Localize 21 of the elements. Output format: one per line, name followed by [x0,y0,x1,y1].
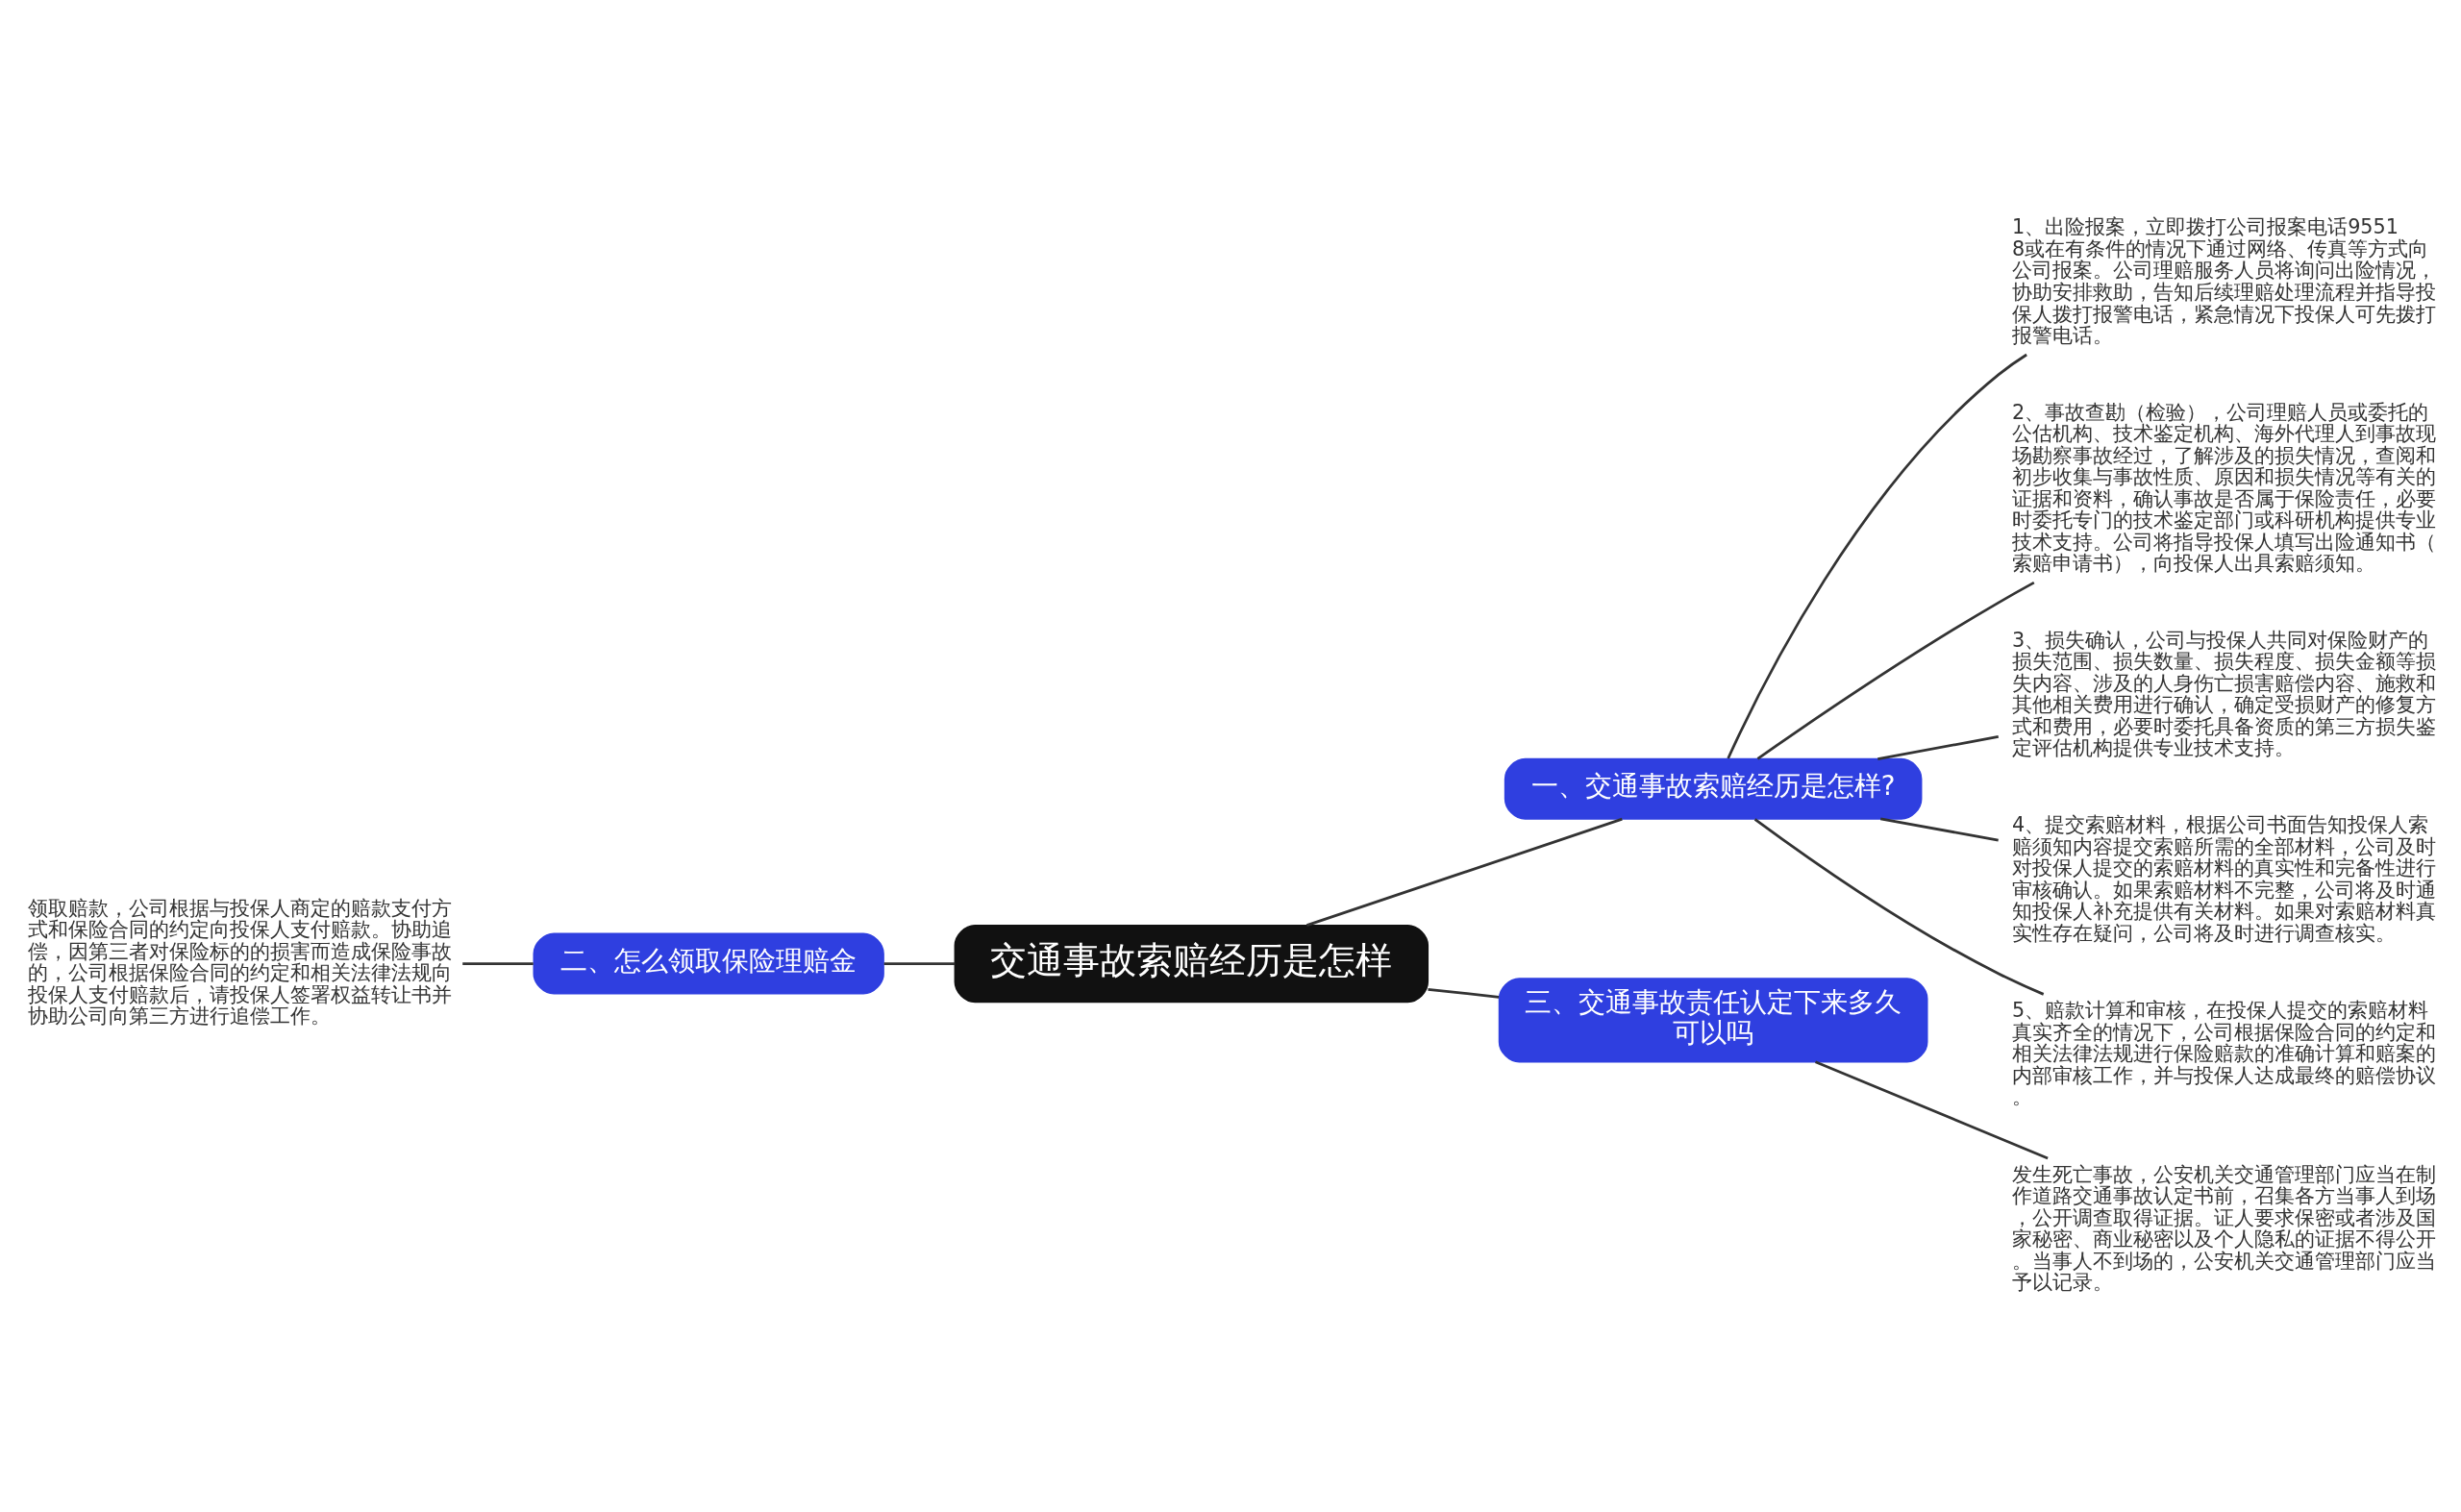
connector [1753,817,2045,996]
node-box: 二、怎么领取保险理赔金 [533,932,884,995]
connector [1814,1060,2049,1159]
node-text: 3、损失确认，公司与投保人共同对保险财产的损失范围、损失数量、损失程度、损失金额等损失内容、涉及的人身伤亡损害赔偿内容、施救和其他相关费用进行确认，确定受损财产的修复方式和费用，必要时委托具备资质的第三方损失鉴定评估机构提供专业技术支持。 [2011,628,2436,759]
node-box: 一、交通事故索赔经历是怎样? [1504,757,1923,820]
node-text: 领取赔款，公司根据与投保人商定的赔款支付方式和保险合同的约定向投保人支付赔款。协助追偿，因第三者对保险标的的损害而造成保险事故的，公司根据保险合同的约定和相关法律法规向投保人支付赔款后，请投保人签署权益转让书并协助公司向第三方进行追偿工作。 [27,896,452,1028]
node-text: 2、事故查勘（检验），公司理赔人员或委托的公估机构、技术鉴定机构、海外代理人到事故现场勘察事故经过，了解涉及的损失情况，查阅和初步收集与事故性质、原因和损失情况等有关的证据和资料，确认事故是否属于保险责任，必要时委托专门的技术鉴定部门或科研机构提供专业技术支持。公司将指导投保人填写出险通知书（索赔申请书），向投保人出具索赔须知。 [2011,400,2436,575]
connector [1756,581,2035,759]
node-box: 交通事故索赔经历是怎样 [954,924,1429,1003]
node-text: 发生死亡事故，公安机关交通管理部门应当在制作道路交通事故认定书前，召集各方当事人到场，公开调查取得证据。证人要求保密或者涉及国家秘密、商业秘密以及个人隐私的证据不得公开。当事人不到场的，公安机关交通管理部门应当予以记录。 [2011,1162,2436,1294]
node-text: 5、赔款计算和审核，在投保人提交的索赔材料真实齐全的情况下，公司根据保险合同的约定和相关法律法规进行保险赔款的准确计算和赔案的内部审核工作，并与投保人达成最终的赔偿协议。 [2011,998,2436,1108]
connector [1880,817,1999,841]
connector [1877,734,1999,760]
node-text: 4、提交索赔材料，根据公司书面告知投保人索赔须知内容提交索赔所需的全部材料，公司及时对投保人提交的索赔材料的真实性和完备性进行审核确认。如果索赔材料不完整，公司将及时通知投保人补充提供有关材料。如果对索赔材料真实性存在疑问，公司将及时进行调查核实。 [2011,812,2436,945]
connector [1428,987,1500,999]
node-text: 1、出险报案，立即拨打公司报案电话95518或在有条件的情况下通过网络、传真等方式向公司报案。公司理赔服务人员将询问出险情况，协助安排救助，告知后续理赔处理流程并指导投保人拨打报警电话，紧急情况下投保人可先拨打报警电话。 [2011,214,2436,347]
connector [1305,817,1623,927]
connector [1727,353,2027,759]
connector [462,961,534,965]
node-box: 三、交通事故责任认定下来多久可以吗 [1498,977,1928,1063]
connector [883,961,956,965]
